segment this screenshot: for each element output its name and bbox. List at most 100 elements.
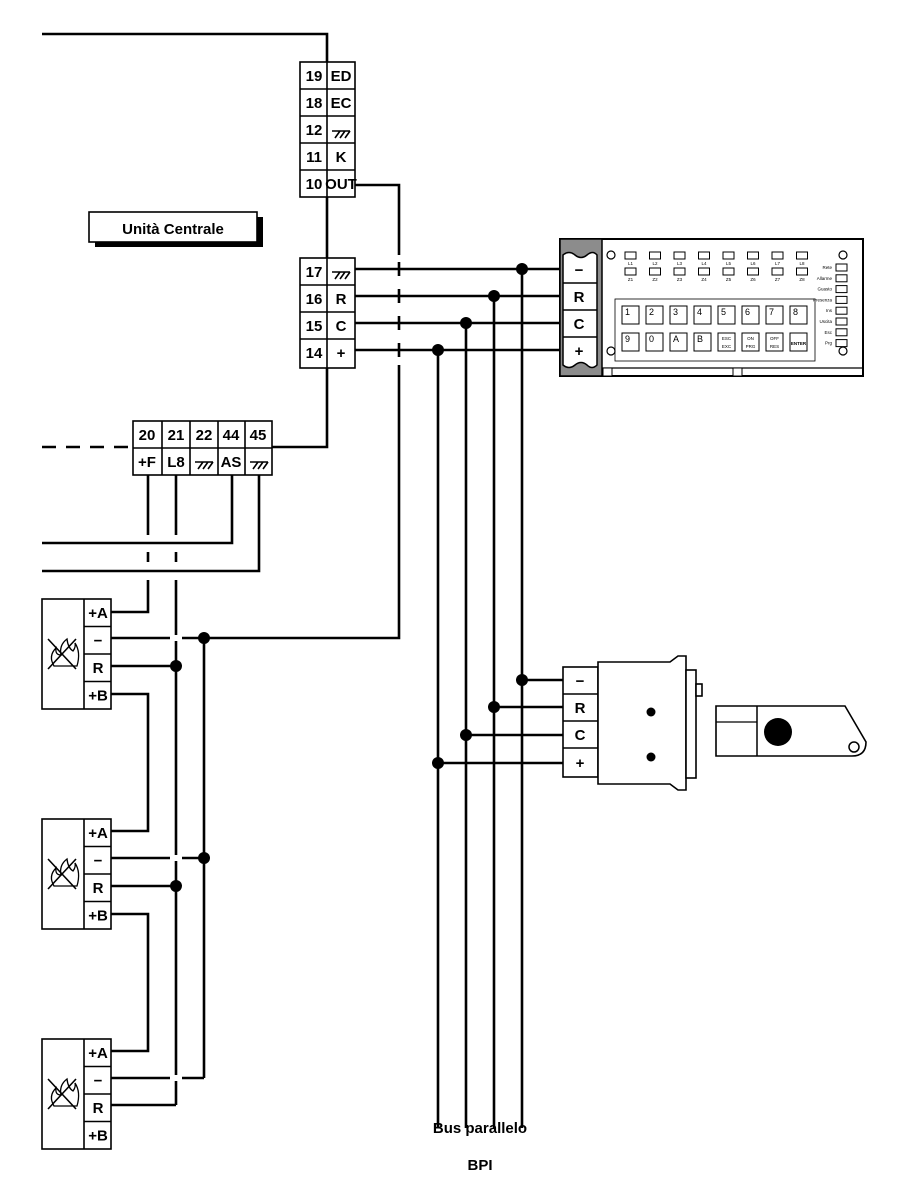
led-indicator [698,251,710,260]
keypad-key-label: 8 [793,307,798,317]
keypad-key[interactable] [645,305,664,325]
reader-terminal-minus: − [576,673,585,690]
detectors-group: +A−R+B+A−R+B+A−R+B [41,598,112,1150]
detector-terminal-label: − [94,853,103,870]
keypad-key[interactable] [669,305,688,325]
terminal-22-number: 22 [196,427,213,444]
terminal-10-number: 10 [306,176,323,193]
keypad-terminal-c: C [574,316,585,333]
keypad-key[interactable] [693,332,712,352]
keypad-key[interactable] [669,332,688,352]
led-bottom-label: Z7 [775,277,781,282]
led-bottom-label: Z6 [750,277,756,282]
led-indicator [835,306,848,315]
led-indicator [835,263,848,272]
keypad-key[interactable] [693,305,712,325]
junction-dot [460,729,472,741]
led-top-label: L2 [652,261,658,266]
keypad-key[interactable] [765,332,784,352]
keypad-key-label: ENTER [791,341,807,346]
keypad-terminal-minus: − [575,262,584,279]
junction-dot [488,290,500,302]
led-indicator [835,285,848,294]
keypad-key[interactable] [621,332,640,352]
smoke-detector: +A−R+B [41,818,112,930]
led-indicator [796,251,808,260]
led-indicator [747,267,759,276]
keypad-key-label: OFF [770,336,779,341]
led-indicator [722,251,735,260]
fire-detector-icon [47,857,80,890]
shield-45-wire [42,462,261,573]
reader-card-key [715,705,867,757]
smoke-detector: +A−R+B [41,1038,112,1150]
led-indicator [624,251,637,260]
detector-terminal-label: R [93,880,104,897]
keypad-key[interactable] [717,332,736,352]
junction-dot [198,632,210,644]
led-indicator [771,251,784,260]
central-unit: Unità Centrale 19 ED 18 EC 12 11 K 10 OU… [88,61,357,476]
keypad-key[interactable] [741,305,760,325]
led-bottom-label: Z8 [799,277,805,282]
reader-body [597,655,687,791]
keypad-key-label: 4 [697,307,702,317]
det1-a-wire [111,600,150,614]
keypad-key-label: 7 [769,307,774,317]
ground-icon [332,271,351,280]
keypad-key-label: B [697,334,703,344]
side-led-label: Prg [825,341,833,346]
junction-dot [170,660,182,672]
junction-dot [516,263,528,275]
led-indicator [835,295,848,304]
keypad-key-label: 1 [625,307,630,317]
terminal-15-label: C [336,318,347,335]
detector-terminal-label: +A [88,605,108,622]
terminal-16-number: 16 [306,291,323,308]
keypad-key[interactable] [645,332,664,352]
led-indicator [835,317,848,326]
detector-terminal-label: +A [88,1045,108,1062]
side-led-label: Allarme [817,276,833,281]
keypad-key[interactable] [765,305,784,325]
detector-terminal-label: +A [88,825,108,842]
keypad-key-label: PRG [746,344,756,349]
terminal-19-label: ED [331,68,352,85]
led-top-label: L3 [677,261,683,266]
side-led-label: Presenza [813,297,833,302]
led-indicator [624,267,637,276]
central-unit-outline-top [42,32,329,62]
led-bottom-label: Z3 [677,277,683,282]
led-bottom-label: Z1 [628,277,634,282]
side-led-label: Rete [822,265,832,270]
side-led-label: Esc [824,330,832,335]
keypad-key[interactable] [789,305,808,325]
terminal-21-number: 21 [168,427,185,444]
reader-terminal-r: R [575,700,586,717]
as-wire [42,462,234,545]
screw-icon [838,250,848,260]
terminal-15-number: 15 [306,318,323,335]
keypad-key-label: ESC [722,336,732,341]
led-top-label: L1 [628,261,634,266]
terminal-20-label: +F [138,454,156,471]
ground-icon [250,461,269,470]
led-top-label: L4 [701,261,707,266]
keypad-terminal-plus: + [575,343,584,360]
keypad-key[interactable] [741,332,760,352]
wires [42,32,563,1128]
central-unit-title: Unità Centrale [122,221,224,238]
terminal-14-label: + [337,345,346,362]
terminal-18-label: EC [331,95,352,112]
keypad-key[interactable] [717,305,736,325]
keypad-key[interactable] [621,305,640,325]
led-top-label: L6 [750,261,756,266]
led-indicator [747,251,759,260]
keypad-key[interactable] [789,332,808,352]
led-indicator [673,251,686,260]
keypad-key-label: RES [770,344,779,349]
keypad-device: − R C + L1Z1L2Z2L3Z3L4Z4L5Z5L6Z6L7Z7L8Z8… [559,238,864,377]
det2-b-to-det3-a-wire [111,912,150,1053]
